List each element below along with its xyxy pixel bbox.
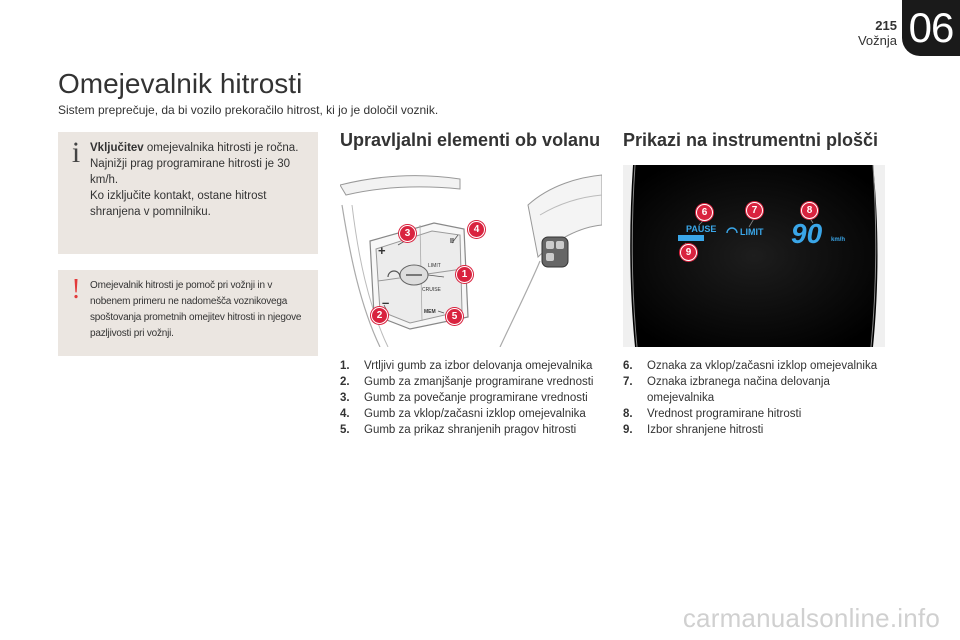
legend-item: 2. Gumb za zmanjšanje programirane vredno… — [340, 374, 600, 390]
legend-text: Gumb za prikaz shranjenih pragov hitrost… — [364, 424, 577, 436]
display-legend: 6. Oznaka za vklop/začasni izklop omejeva… — [623, 358, 883, 438]
legend-item: 8. Vrednost programirane hitrosti — [623, 406, 883, 422]
callout-5: 5 — [446, 308, 463, 325]
info-text-rest: omejevalnika hitrosti je ročna. — [143, 142, 299, 154]
info-line-2: Najnižji prag programirane hitrosti je 3… — [90, 158, 291, 186]
chapter-number: 06 — [908, 4, 955, 51]
limit-label-pad: LIMIT — [428, 263, 441, 269]
warning-text: Omejevalnik hitrosti je pomoč pri vožnji… — [90, 280, 302, 339]
warning-icon: ! — [71, 274, 81, 305]
info-line-3: Ko izključite kontakt, ostane hitrost sh… — [90, 190, 267, 218]
instrument-panel-svg: PAUSE LIMIT 90 km/h — [623, 165, 885, 347]
chapter-badge: 06 — [902, 0, 960, 56]
info-bold-lead: Vključitev — [90, 142, 144, 154]
info-text: Vključitev omejevalnika hitrosti je ročn… — [90, 140, 308, 220]
legend-item: 7. Oznaka izbranega načina delovanja omej… — [623, 374, 883, 406]
warning-box: ! Omejevalnik hitrosti je pomoč pri vožn… — [58, 270, 318, 356]
callout-6: 6 — [696, 204, 713, 221]
callout-1: 1 — [456, 266, 473, 283]
legend-num: 4. — [340, 408, 350, 420]
legend-text: Oznaka za vklop/začasni izklop omejevaln… — [647, 360, 878, 372]
callout-8: 8 — [801, 202, 818, 219]
controls-legend: 1. Vrtljivi gumb za izbor delovanja omeje… — [340, 358, 600, 438]
minus-symbol-pad: – — [382, 295, 389, 310]
callout-7: 7 — [746, 202, 763, 219]
legend-num: 3. — [340, 392, 350, 404]
legend-text: Izbor shranjene hitrosti — [647, 424, 764, 436]
speed-unit-display: km/h — [831, 237, 845, 243]
instrument-panel-illustration: PAUSE LIMIT 90 km/h 6 7 8 9 — [623, 165, 885, 347]
legend-text: Oznaka izbranega načina delovanja omejev… — [647, 376, 830, 404]
display-heading: Prikazi na instrumentni plošči — [623, 130, 879, 150]
speedometer-icon — [387, 270, 401, 278]
callout-3: 3 — [399, 225, 416, 242]
info-icon: i — [71, 136, 81, 169]
legend-text: Gumb za zmanjšanje programirane vrednost… — [364, 376, 594, 388]
callout-4: 4 — [468, 221, 485, 238]
page-intro: Sistem preprečuje, da bi vozilo prekorač… — [58, 103, 439, 117]
speed-value-display: 90 — [791, 218, 823, 249]
legend-num: 2. — [340, 376, 350, 388]
legend-item: 6. Oznaka za vklop/začasni izklop omejeva… — [623, 358, 883, 374]
legend-num: 5. — [340, 424, 350, 436]
callout-2: 2 — [371, 307, 388, 324]
section-name: Vožnja — [857, 33, 897, 48]
controls-heading: Upravljalni elementi ob volanu — [340, 130, 601, 150]
legend-num: 6. — [623, 360, 633, 372]
steering-wheel-illustration: LIMIT CRUISE MEM II + – 3 4 1 2 5 — [340, 165, 602, 347]
limit-indicator: LIMIT — [740, 227, 764, 237]
legend-item: 4. Gumb za vklop/začasni izklop omejevaln… — [340, 406, 600, 422]
memory-bar-indicator — [678, 235, 704, 241]
watermark: carmanualsonline.info — [682, 603, 940, 633]
legend-item: 1. Vrtljivi gumb za izbor delovanja omeje… — [340, 358, 600, 374]
legend-text: Gumb za vklop/začasni izklop omejevalnik… — [364, 408, 586, 420]
pause-indicator: PAUSE — [686, 224, 716, 234]
steering-wheel-svg: LIMIT CRUISE MEM II + – — [340, 174, 602, 347]
legend-item: 9. Izbor shranjene hitrosti — [623, 422, 883, 438]
legend-num: 7. — [623, 376, 633, 388]
pause-symbol-pad: II — [450, 238, 454, 245]
legend-num: 9. — [623, 424, 633, 436]
limiter-icon — [726, 227, 738, 234]
legend-item: 5. Gumb za prikaz shranjenih pragov hitro… — [340, 422, 600, 438]
cruise-label-pad: CRUISE — [422, 287, 442, 293]
plus-symbol-pad: + — [378, 243, 386, 258]
legend-text: Vrtljivi gumb za izbor delovanja omejeva… — [364, 360, 593, 372]
legend-num: 1. — [340, 360, 350, 372]
page-number: 215 — [875, 18, 897, 33]
mem-label-pad: MEM — [424, 309, 436, 315]
legend-item: 3. Gumb za povečanje programirane vrednos… — [340, 390, 600, 406]
legend-num: 8. — [623, 408, 633, 420]
legend-text: Vrednost programirane hitrosti — [647, 408, 802, 420]
callout-9: 9 — [680, 244, 697, 261]
info-box: i Vključitev omejevalnika hitrosti je ro… — [58, 132, 318, 254]
page-title: Omejevalnik hitrosti — [58, 68, 303, 99]
legend-text: Gumb za povečanje programirane vrednosti — [364, 392, 588, 404]
